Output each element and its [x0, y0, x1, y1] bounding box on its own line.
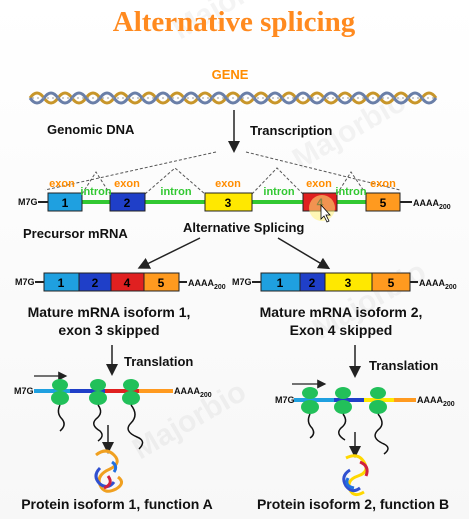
cap-label: M7G: [14, 386, 34, 396]
precursor-mrna: M7G 1 2 3 4 5 AAAA200 exon exon exon exo…: [18, 167, 451, 212]
intron-label: intron: [160, 186, 191, 198]
protein-isoform-2: [342, 454, 369, 497]
protein-isoform1-label: Protein isoform 1, function A: [21, 496, 213, 512]
polya-tail: AAAA200: [419, 278, 457, 291]
protein-isoform-1: [94, 449, 123, 493]
cap-label: M7G: [18, 197, 38, 207]
exon-2-number: 2: [124, 196, 131, 210]
exon-3-number: 3: [225, 196, 232, 210]
isoform1-mrna: M7G 1 2 4 5 AAAA200: [15, 272, 226, 292]
translation-complex-1: M7G AAAA200: [14, 371, 212, 454]
splicing-arrow-right: [277, 237, 331, 270]
transcription-label: Transcription: [250, 123, 332, 138]
exon-5-number: 5: [388, 276, 395, 290]
genomic-dna-label: Genomic DNA: [47, 122, 135, 137]
polya-tail: AAAA200: [413, 198, 451, 211]
gene-label: GENE: [212, 67, 249, 82]
exon-1-number: 1: [58, 276, 65, 290]
mouse-cursor-icon: [320, 203, 331, 223]
translation-label-2: Translation: [369, 358, 438, 373]
intron-label: intron: [263, 186, 294, 198]
isoform1-caption-2: exon 3 skipped: [58, 322, 159, 338]
intron-label: intron: [80, 186, 111, 198]
cap-label: M7G: [15, 277, 35, 287]
polya-tail: AAAA200: [417, 395, 455, 408]
exon-label: exon: [215, 178, 241, 190]
exon-2-number: 2: [92, 276, 99, 290]
exon-label: exon: [114, 178, 140, 190]
diagram-title: Alternative splicing: [113, 6, 356, 38]
isoform2-caption: Mature mRNA isoform 2,: [260, 304, 423, 320]
exon-4-number: 4: [124, 276, 131, 290]
splicing-arrow-left: [137, 237, 201, 269]
cap-label: M7G: [275, 395, 295, 405]
exon-3-number: 3: [345, 276, 352, 290]
alternative-splicing-label: Alternative Splicing: [183, 220, 304, 235]
exon-5-number: 5: [158, 276, 165, 290]
exon-1-number: 1: [277, 276, 284, 290]
cap-label: M7G: [232, 277, 252, 287]
isoform2-caption-2: Exon 4 skipped: [290, 322, 393, 338]
polya-tail: AAAA200: [188, 278, 226, 291]
protein-isoform2-label: Protein isoform 2, function B: [257, 496, 449, 512]
intron-label: intron: [335, 186, 366, 198]
transcript-span-lines: [44, 151, 401, 191]
translation-complex-2: M7G AAAA200: [275, 379, 455, 458]
exon-1-number: 1: [62, 196, 69, 210]
exon-label: exon: [49, 178, 75, 190]
dna-helix: [28, 91, 438, 105]
isoform2-mrna: M7G 1 2 3 5 AAAA200: [232, 272, 457, 292]
polya-tail: AAAA200: [174, 386, 212, 399]
isoform1-caption: Mature mRNA isoform 1,: [28, 304, 191, 320]
exon-5-number: 5: [380, 196, 387, 210]
translation-label-1: Translation: [124, 354, 193, 369]
exon-2-number: 2: [309, 276, 316, 290]
exon-label: exon: [306, 178, 332, 190]
precursor-label: Precursor mRNA: [23, 226, 128, 241]
exon-label: exon: [370, 178, 396, 190]
